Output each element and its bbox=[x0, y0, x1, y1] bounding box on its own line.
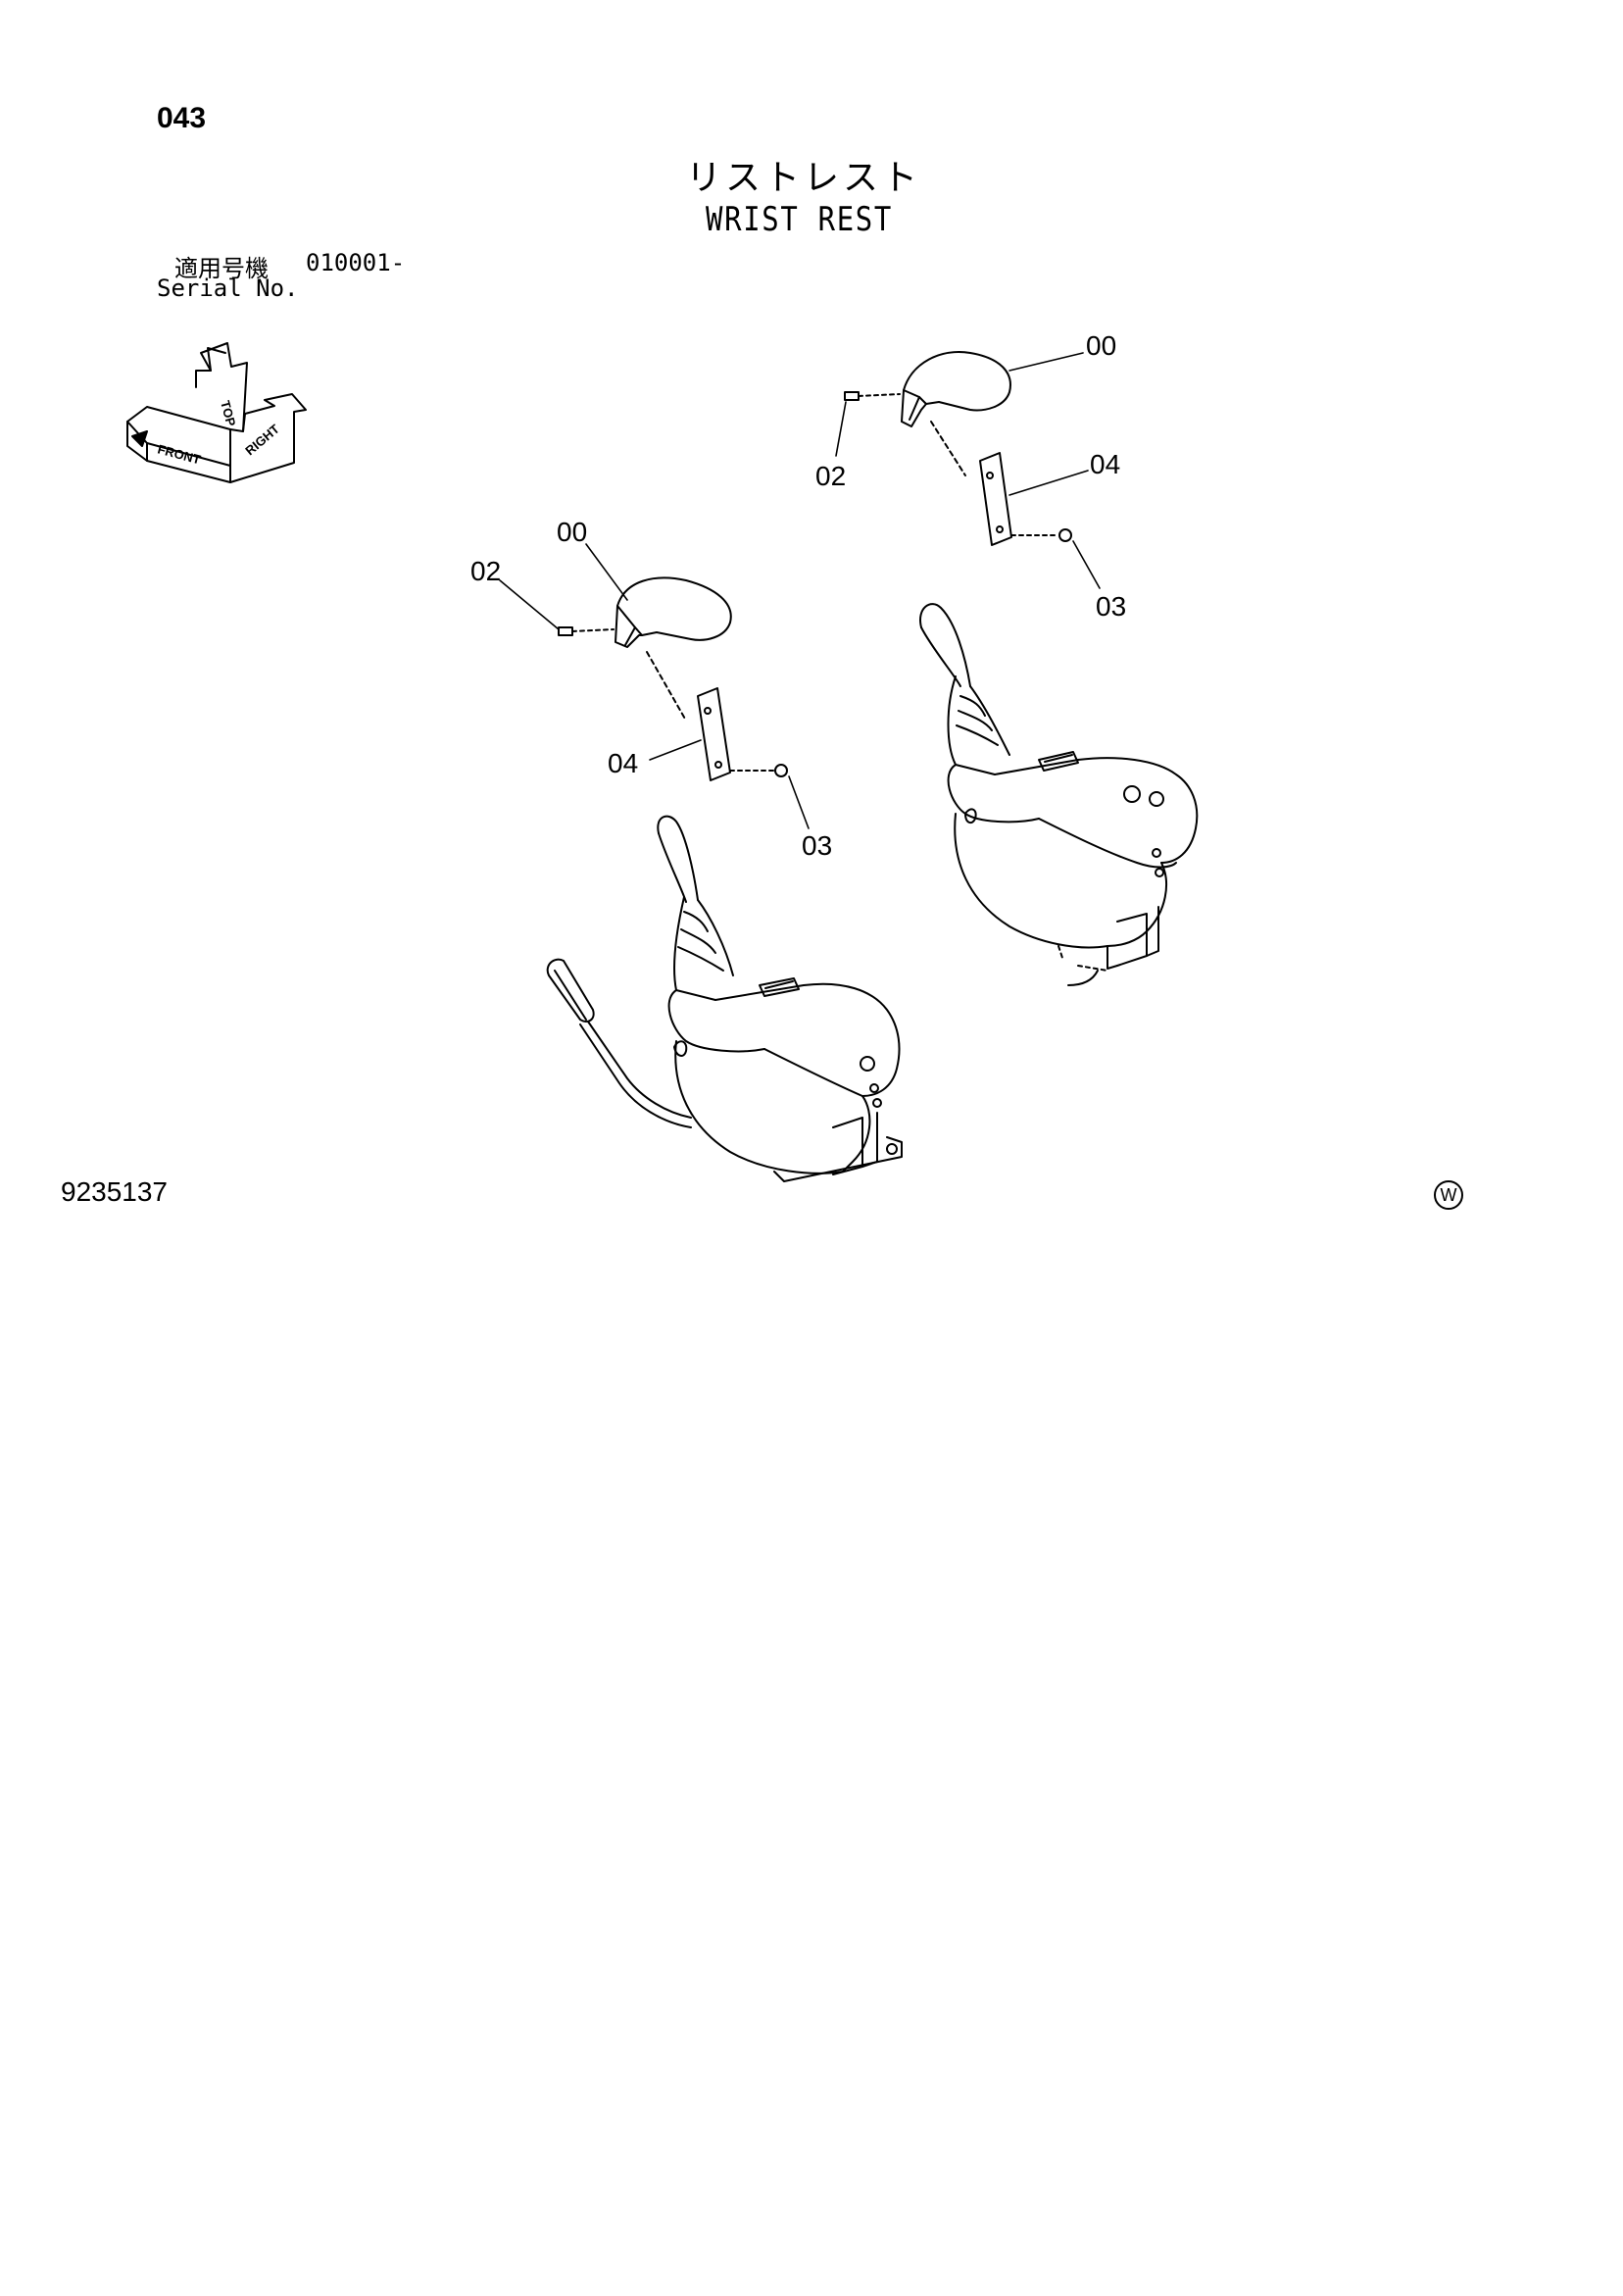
bracket-left bbox=[646, 651, 731, 781]
wrist-rest-left bbox=[615, 576, 732, 648]
control-lever-left bbox=[546, 815, 903, 1182]
callout-right-bracket: 04 bbox=[1090, 449, 1120, 479]
serial-label-japanese: 適用号機 bbox=[174, 255, 269, 282]
pin-right bbox=[844, 391, 901, 401]
orientation-label-front: FRONT bbox=[156, 441, 202, 467]
bracket-right bbox=[930, 421, 1012, 546]
orientation-label-right: RIGHT bbox=[242, 422, 282, 459]
leader-lines bbox=[499, 352, 1101, 829]
callout-right-nut: 03 bbox=[1096, 591, 1126, 622]
serial-label-english: Serial No. bbox=[157, 275, 299, 302]
nut-right bbox=[1010, 528, 1072, 542]
orientation-label-top: TOP bbox=[218, 399, 238, 428]
figure-number: 9235137 bbox=[61, 1176, 169, 1207]
control-lever-right bbox=[919, 603, 1199, 986]
wrist-rest-right bbox=[901, 351, 1011, 427]
callout-left-pin: 02 bbox=[470, 556, 501, 586]
page-title-japanese: リストレスト bbox=[686, 158, 922, 198]
orientation-marker: FRONT TOP RIGHT bbox=[126, 342, 307, 483]
pin-left bbox=[558, 626, 615, 636]
callout-left-bracket: 04 bbox=[608, 748, 638, 778]
callout-right-pin: 02 bbox=[815, 461, 846, 491]
w-mark: W bbox=[1434, 1180, 1463, 1210]
callout-right-rest: 00 bbox=[1086, 330, 1116, 361]
page-number: 043 bbox=[157, 102, 207, 134]
nut-left bbox=[729, 764, 788, 777]
serial-range: 010001- bbox=[306, 249, 406, 276]
page-title-english: WRIST REST bbox=[706, 200, 893, 239]
callout-left-rest: 00 bbox=[557, 517, 587, 547]
callout-left-nut: 03 bbox=[802, 830, 832, 861]
